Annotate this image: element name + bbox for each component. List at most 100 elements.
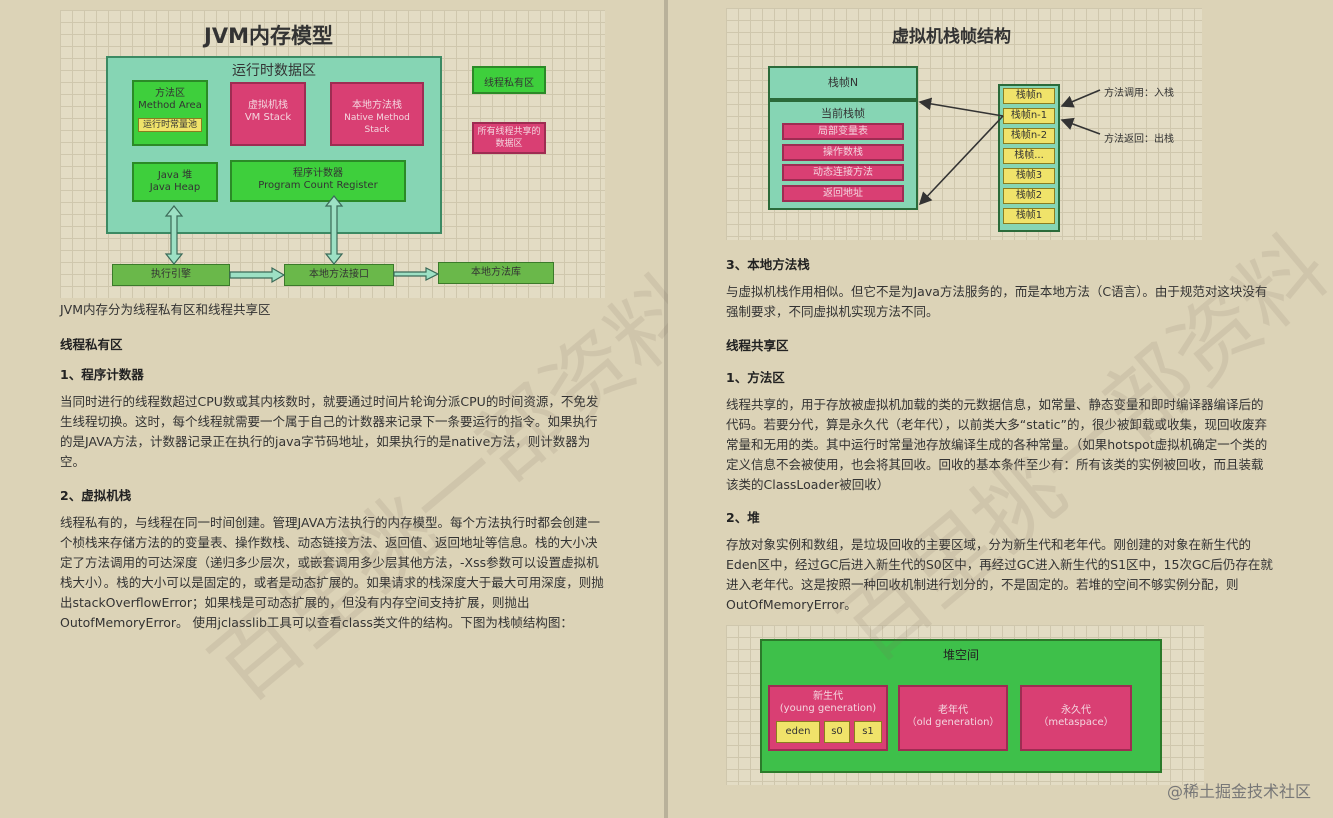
arrow-to-current-top (918, 97, 1004, 117)
const-pool-box: 运行时常量池 (138, 118, 202, 132)
vm-stack-label: 虚拟机栈 (248, 100, 288, 111)
paragraph-heap: 存放对象实例和数组，是垃圾回收的主要区域，分为新生代和老年代。刚创建的对象在新生… (726, 537, 1273, 612)
intro-text: JVM内存分为线程私有区和线程共享区 (60, 302, 271, 317)
subheading-method-area: 1、方法区 (726, 370, 785, 385)
native-iface-label: 本地方法接口 (309, 269, 369, 280)
stack-frame-label: 栈帧2 (1015, 190, 1043, 201)
jvm-diagram-title: JVM内存模型 (204, 24, 333, 48)
frame-n-label: 栈帧N (827, 76, 859, 89)
frame-item-return: 返回地址 (782, 185, 904, 202)
method-area-en-label: Method Area (138, 100, 202, 111)
stack-frame-n-2: 栈帧n-2 (1003, 128, 1055, 144)
perm-gen-box: 永久代 （metaspace） (1020, 685, 1132, 751)
young-gen-label: 新生代 (813, 691, 843, 702)
stack-frame-label: 栈帧1 (1015, 210, 1043, 221)
frame-item-dynamic: 动态连接方法 (782, 164, 904, 181)
method-area-box: 方法区 Method Area (132, 80, 208, 146)
java-heap-en-label: Java Heap (149, 182, 201, 193)
stack-frame-1: 栈帧1 (1003, 208, 1055, 224)
java-heap-label: Java 堆 (157, 170, 193, 181)
exec-engine-label: 执行引擎 (151, 269, 191, 280)
s0-label: s0 (831, 726, 843, 737)
pop-label: 方法返回：出栈 (1104, 134, 1174, 145)
s0-box: s0 (824, 721, 850, 743)
subheading-pc: 1、程序计数器 (60, 367, 144, 382)
old-gen-label: 老年代 (938, 705, 968, 716)
java-heap-box: Java 堆 Java Heap (132, 162, 218, 202)
stack-frame-n: 栈帧n (1003, 88, 1055, 104)
legend-private-label: 线程私有区 (484, 78, 534, 89)
pc-register-box: 程序计数器 Program Count Register (230, 160, 406, 202)
native-stack-label: 本地方法栈 (352, 100, 402, 111)
runtime-data-area-label: 运行时数据区 (232, 63, 316, 79)
stack-frame-2: 栈帧2 (1003, 188, 1055, 204)
stack-frame-label: 栈帧n (1015, 90, 1043, 101)
stack-frame-label: 栈帧n-2 (1010, 130, 1048, 141)
stack-frame-3: 栈帧3 (1003, 168, 1055, 184)
native-stack-en-label: Native Method Stack (344, 113, 410, 135)
stack-frame-label: 栈帧n-1 (1010, 110, 1048, 121)
subheading-heap: 2、堆 (726, 510, 760, 525)
footer-credit: @稀土掘金技术社区 (1166, 782, 1311, 801)
frame-item-label: 操作数栈 (823, 147, 863, 158)
page-gutter (664, 0, 668, 818)
perm-gen-en-label: （metaspace） (1038, 717, 1114, 728)
pop-arrow (1060, 117, 1101, 135)
paragraph-pc: 当同时进行的线程数超过CPU数或其内核数时，就要通过时间片轮询分派CPU的时间资… (60, 394, 599, 469)
frame-n-box: 栈帧N (768, 66, 918, 100)
vm-stack-en-label: VM Stack (244, 112, 292, 123)
method-area-label: 方法区 (155, 88, 185, 99)
s1-box: s1 (854, 721, 882, 743)
perm-gen-label: 永久代 (1061, 705, 1091, 716)
frame-item-label: 动态连接方法 (813, 167, 873, 178)
push-arrow (1060, 89, 1101, 108)
s1-label: s1 (862, 726, 874, 737)
frame-item-operand: 操作数栈 (782, 144, 904, 161)
stack-frame-dots: 栈帧... (1003, 148, 1055, 164)
pc-en-label: Program Count Register (258, 180, 378, 191)
vm-stack-box: 虚拟机栈 VM Stack (230, 82, 306, 146)
frame-diagram-title: 虚拟机栈帧结构 (892, 27, 1011, 47)
heap-diagram: 堆空间 新生代 (young generation) eden s0 s1 老年… (726, 625, 1204, 785)
paragraph-method-area: 线程共享的，用于存放被虚拟机加载的类的元数据信息，如常量、静态变量和即时编译器编… (726, 397, 1268, 492)
subheading-native-stack: 3、本地方法栈 (726, 257, 810, 272)
subheading-vm-stack: 2、虚拟机栈 (60, 488, 132, 503)
engine-iface-arrow (229, 266, 286, 284)
native-stack-box: 本地方法栈 Native Method Stack (330, 82, 424, 146)
heap-space-label: 堆空间 (942, 648, 979, 662)
native-lib-label: 本地方法库 (471, 267, 521, 278)
left-page: JVM内存模型 运行时数据区 方法区 Method Area 运行时常量池 虚拟… (0, 0, 719, 818)
current-frame-label: 当前栈帧 (821, 107, 865, 120)
legend-shared-box: 所有线程共享的数据区 (472, 122, 546, 154)
exec-engine-box: 执行引擎 (112, 264, 230, 286)
eden-label: eden (785, 726, 811, 737)
frame-diagram: 虚拟机栈帧结构 栈帧N 当前栈帧 局部变量表 操作数栈 动态连接方法 返回地址 … (726, 8, 1202, 240)
paragraph-vm-stack: 线程私有的，与线程在同一时间创建。管理JAVA方法执行的内存模型。每个方法执行时… (60, 515, 604, 630)
eden-box: eden (776, 721, 820, 743)
jvm-diagram-arrows (164, 195, 440, 284)
frame-item-label: 局部变量表 (818, 126, 868, 137)
heap-engine-arrow (164, 205, 184, 265)
section-heading-private: 线程私有区 (60, 337, 123, 352)
native-lib-box: 本地方法库 (438, 262, 554, 284)
stack-frame-n-1: 栈帧n-1 (1003, 108, 1055, 124)
pc-iface-arrow (324, 195, 344, 265)
frame-item-label: 返回地址 (823, 188, 863, 199)
const-pool-label: 运行时常量池 (142, 120, 197, 130)
legend-private-box: 线程私有区 (472, 66, 546, 94)
section-heading-shared: 线程共享区 (726, 338, 789, 353)
jvm-diagram: JVM内存模型 运行时数据区 方法区 Method Area 运行时常量池 虚拟… (60, 10, 605, 298)
frame-item-locals: 局部变量表 (782, 123, 904, 140)
stack-frame-label: 栈帧3 (1015, 170, 1043, 181)
old-gen-en-label: （old generation） (906, 717, 1000, 728)
iface-lib-arrow (393, 267, 440, 281)
pc-label: 程序计数器 (293, 168, 343, 179)
right-page: 虚拟机栈帧结构 栈帧N 当前栈帧 局部变量表 操作数栈 动态连接方法 返回地址 … (668, 0, 1333, 818)
push-label: 方法调用：入栈 (1104, 88, 1174, 99)
old-gen-box: 老年代 （old generation） (898, 685, 1008, 751)
paragraph-native-stack: 与虚拟机栈作用相似。但它不是为Java方法服务的，而是本地方法（C语言）。由于规… (726, 284, 1268, 319)
young-gen-en-label: (young generation) (779, 703, 877, 714)
legend-shared-label: 所有线程共享的数据区 (477, 127, 541, 149)
frame-diagram-arrows (918, 89, 1101, 206)
arrow-to-current-bottom (918, 115, 1004, 206)
